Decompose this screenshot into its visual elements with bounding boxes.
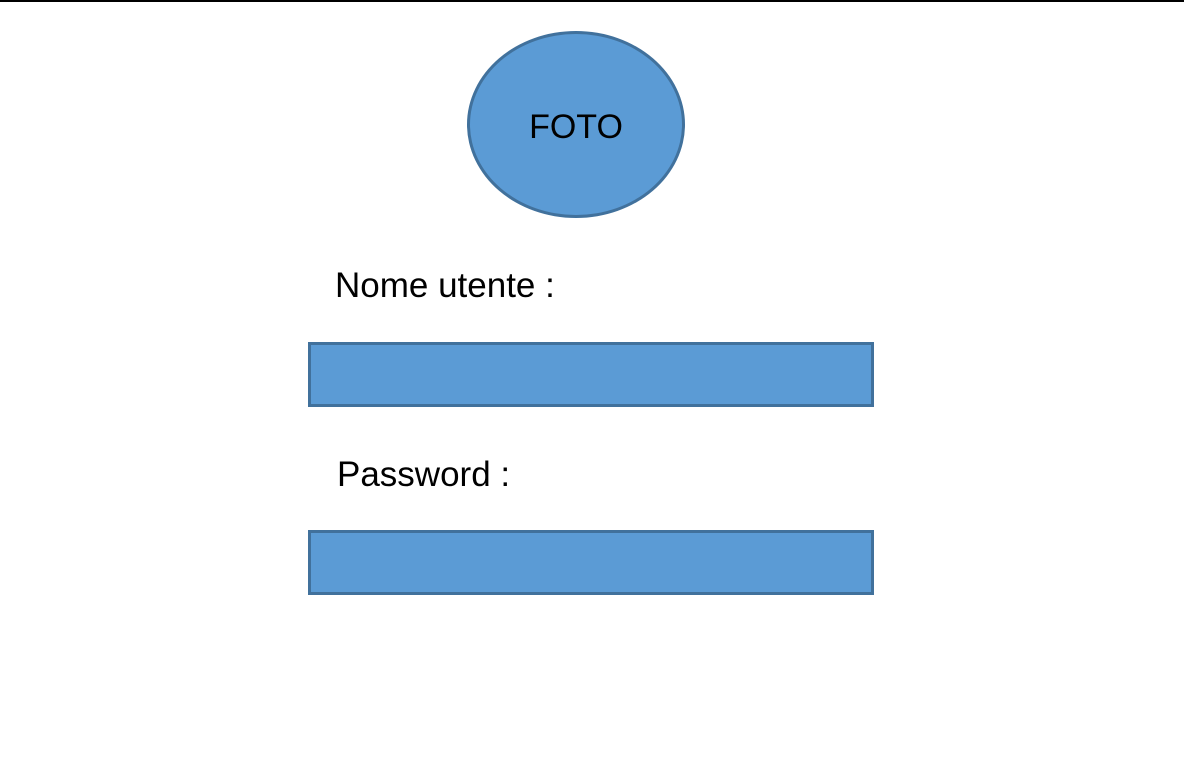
password-label: Password : xyxy=(337,455,511,494)
username-input[interactable] xyxy=(308,342,874,407)
top-divider xyxy=(0,0,1184,2)
username-label: Nome utente : xyxy=(335,266,555,305)
photo-label: FOTO xyxy=(529,108,623,146)
password-input[interactable] xyxy=(308,530,874,595)
profile-photo-placeholder: FOTO xyxy=(467,31,685,218)
